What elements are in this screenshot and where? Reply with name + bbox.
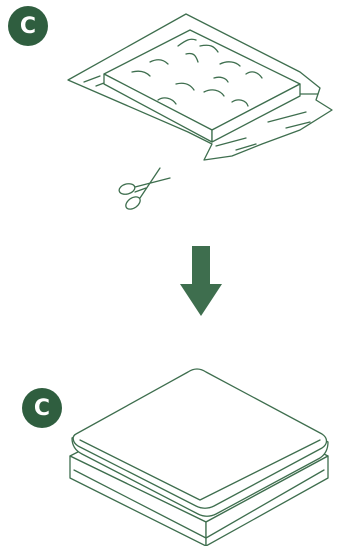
step-badge-bottom: C xyxy=(22,388,62,428)
unpacked-mattress-icon xyxy=(70,369,328,546)
down-arrow-icon xyxy=(180,246,222,316)
scissors-icon xyxy=(118,168,170,212)
packaged-mattress-icon xyxy=(68,14,332,160)
